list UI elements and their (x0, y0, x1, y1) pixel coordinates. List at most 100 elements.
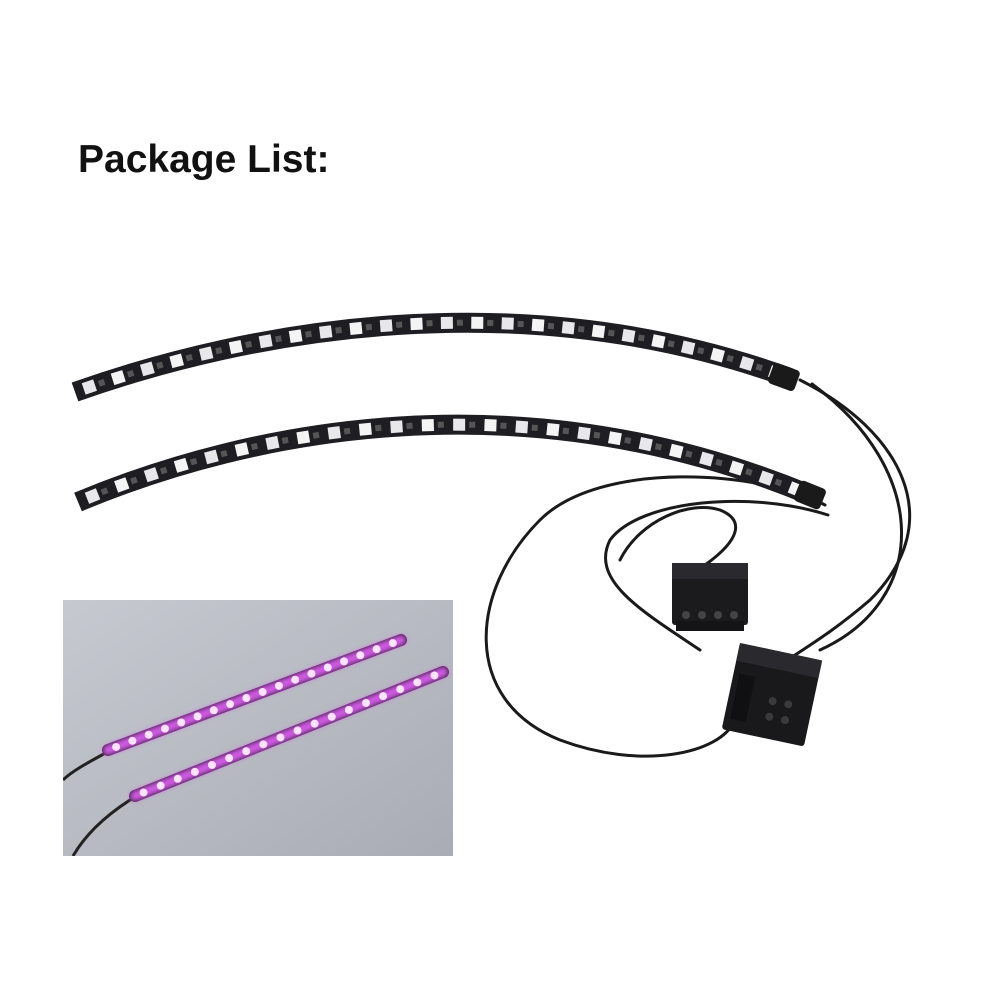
resistor (715, 458, 723, 467)
glowing-led (379, 692, 388, 701)
resistor (281, 436, 289, 444)
cable-2 (484, 475, 827, 758)
led-chip (169, 353, 184, 369)
strip-end-cap (794, 480, 826, 510)
strip-end-cap (768, 363, 800, 391)
resistor (607, 329, 615, 337)
led-chip (228, 339, 243, 355)
resistor (654, 443, 662, 451)
led-chip (484, 419, 497, 432)
led-chip (680, 340, 696, 355)
led-chip (288, 329, 303, 344)
resistor (215, 347, 223, 355)
glowing-led (310, 719, 319, 728)
package-list-heading: Package List: (78, 138, 330, 181)
glowing-led (242, 747, 251, 756)
led-chip (577, 426, 591, 441)
led-chip (546, 423, 560, 437)
resistor (726, 354, 734, 363)
resistor (274, 335, 282, 343)
glowing-led (356, 651, 365, 660)
led-chip (758, 470, 774, 486)
led-chip (440, 316, 453, 330)
resistor (365, 323, 373, 331)
led-chip (621, 328, 636, 343)
resistor (637, 334, 645, 342)
glowing-led (225, 754, 234, 763)
led-chip (515, 420, 529, 434)
glowing-led (274, 681, 283, 690)
glowing-led (344, 705, 353, 714)
led-chip (501, 317, 514, 330)
glowing-led (276, 733, 285, 742)
glowing-led (209, 706, 218, 715)
glowing-led (139, 788, 148, 797)
glowing-led (388, 639, 397, 648)
resistor (406, 422, 413, 430)
resistor (577, 325, 585, 333)
led-chip (234, 442, 249, 457)
led-chip (638, 437, 653, 452)
resistor (305, 330, 312, 338)
glowing-led (291, 675, 300, 684)
glowing-led (293, 726, 302, 735)
glowing-led (156, 781, 165, 790)
resistor (531, 424, 538, 432)
resistor (697, 347, 705, 355)
led-chip (591, 324, 606, 339)
led-chip (390, 420, 403, 434)
resistor (469, 421, 476, 428)
led-chip (561, 321, 575, 335)
resistor (312, 431, 320, 439)
glowing-led (144, 730, 153, 739)
glowing-led (226, 700, 235, 709)
resistor (245, 340, 253, 348)
led-chip (81, 379, 97, 395)
resistor (100, 487, 109, 496)
resistor (547, 322, 555, 330)
led-chip (110, 370, 126, 386)
resistor (395, 321, 403, 329)
resistor (667, 340, 675, 348)
led-chip (204, 449, 219, 465)
led-chip (453, 418, 466, 431)
led-chip (471, 316, 484, 329)
glowing-led (340, 657, 349, 666)
led-chip (296, 430, 311, 445)
led-chip (531, 318, 545, 332)
glowing-led (258, 687, 267, 696)
led-chip (319, 325, 333, 339)
resistor (500, 422, 507, 429)
glowing-led (372, 645, 381, 654)
resistor (343, 427, 351, 435)
glowing-led (177, 718, 186, 727)
glowing-led (173, 774, 182, 783)
resistor (745, 468, 753, 476)
resistor (487, 319, 494, 326)
resistor (189, 457, 198, 466)
glowing-led (208, 761, 216, 769)
led-chip (668, 443, 684, 459)
glowing-led (323, 663, 332, 672)
glowing-led (430, 671, 439, 680)
resistor (456, 319, 463, 326)
resistor (562, 427, 570, 435)
resistor (774, 478, 783, 487)
glowing-led (193, 712, 202, 721)
glowing-led (112, 742, 121, 751)
cable-1b (810, 382, 903, 652)
resistor (755, 363, 763, 372)
resistor (335, 326, 342, 334)
resistor (250, 442, 259, 451)
led-chip (258, 334, 273, 349)
led-chip (421, 418, 435, 432)
glowing-led (242, 694, 251, 703)
led-chip (114, 477, 130, 493)
molex-connector-1 (672, 563, 748, 631)
glowing-led (413, 678, 422, 687)
resistor (593, 431, 601, 439)
led-chip (608, 431, 622, 446)
resistor (517, 320, 524, 328)
led-chip (739, 356, 755, 372)
resistor (185, 353, 193, 362)
